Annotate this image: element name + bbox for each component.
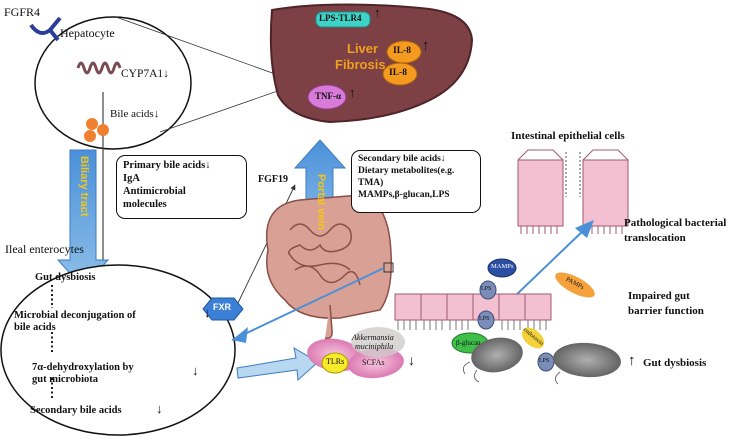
bacterium-1 bbox=[471, 337, 523, 373]
scfas-label: SCFAs bbox=[362, 358, 385, 367]
muciniphila-label: muciniphila bbox=[355, 342, 394, 351]
tnf-label: TNF-α bbox=[315, 91, 342, 101]
pathological-label-1: Pathological bacterial bbox=[624, 217, 727, 229]
primary-bile-box: Primary bile acids↓ IgA Antimicrobial mo… bbox=[116, 155, 247, 219]
gut-dysbiosis-right-label: Gut dysbiosis bbox=[643, 357, 707, 369]
tnf-alpha-badge bbox=[307, 84, 347, 110]
gut-dysbiosis-up-arrow: ↑ bbox=[628, 353, 636, 369]
tlrs-label: TLRs bbox=[326, 357, 345, 366]
akkermansia-label: Akkermansia bbox=[352, 333, 394, 342]
lps-badge-2 bbox=[477, 310, 495, 330]
microbes-down-arrow: ↓ bbox=[408, 354, 415, 369]
il8-label-2: IL-8 bbox=[389, 68, 407, 78]
intestine-illustration bbox=[266, 194, 392, 340]
ileal-enterocytes-label: Ileal enterocytes bbox=[5, 242, 84, 256]
dehydroxylation-down-arrow: ↓ bbox=[192, 363, 199, 378]
bile-acids-label: Bile acids↓ bbox=[110, 108, 160, 120]
epithelial-cells-illustration bbox=[517, 149, 629, 234]
box-left-line-4: molecules bbox=[123, 199, 167, 211]
beta-glucan-label: β-glucan bbox=[456, 339, 481, 347]
dehydroxylation-label-2: gut microbiota bbox=[32, 374, 99, 385]
fgfr4-receptor-icon bbox=[29, 16, 62, 42]
fgfr4-label: FGFR4 bbox=[4, 5, 41, 19]
translocation-arrow-head bbox=[575, 220, 594, 238]
impaired-label-1: Impaired gut bbox=[628, 290, 690, 302]
intestine-zoom-box bbox=[383, 262, 394, 273]
impaired-label-2: barrier function bbox=[628, 305, 704, 317]
pathological-label-2: translocation bbox=[624, 232, 686, 244]
lps-label-3: LPS bbox=[539, 358, 550, 364]
secondary-bile-label: Secondary bile acids bbox=[30, 405, 122, 416]
bacterium-flagella bbox=[462, 361, 561, 385]
box-right-line-3: TMA) bbox=[358, 177, 384, 188]
fgf19-label: FGF19 bbox=[258, 174, 288, 185]
secondary-down-arrow: ↓ bbox=[156, 401, 163, 416]
bacterium-2 bbox=[553, 342, 621, 378]
iec-label: Intestinal epithelial cells bbox=[511, 130, 625, 142]
pamps-badge bbox=[555, 272, 595, 298]
biliary-tract-label: Biliary tract bbox=[78, 156, 90, 217]
microbial-deconj-label-2: bile acids bbox=[14, 322, 56, 333]
box-left-line-2: IgA bbox=[123, 173, 140, 185]
cyp7a1-label: CYP7A1↓ bbox=[121, 68, 169, 80]
hepatocyte-label: Hepatocyte bbox=[60, 26, 115, 40]
microbial-deconj-label: Microbial deconjugation of bbox=[14, 310, 136, 321]
bile-acid-spheres-icon bbox=[84, 118, 109, 142]
secondary-bile-box: Secondary bile acids↓ Dietary metabolite… bbox=[351, 150, 481, 213]
lps-tlr4-badge bbox=[315, 11, 371, 28]
box-right-line-4: MAMPs,β-glucan,LPS bbox=[358, 189, 450, 200]
il8-up-arrow: ↑ bbox=[422, 38, 430, 54]
lps-label-1: LPS bbox=[481, 286, 492, 292]
endotoxin-badge bbox=[521, 327, 545, 349]
liver-title-1: Liver bbox=[347, 41, 379, 56]
tnf-up-arrow: ↑ bbox=[349, 85, 356, 100]
box-right-line-1: Secondary bile acids↓ bbox=[358, 154, 446, 164]
portal-vein-label: Portal vein bbox=[315, 174, 327, 231]
fxr-hexagon bbox=[202, 297, 244, 321]
lps-badge-1 bbox=[479, 280, 497, 300]
lps-tlr4-label: LPS-TLR4 bbox=[319, 13, 362, 23]
mamps-label: MAMPs bbox=[491, 263, 514, 270]
zoom-line-top bbox=[115, 16, 293, 81]
intestine-to-fxr-arrow bbox=[231, 267, 385, 341]
zoom-line-bottom bbox=[159, 85, 293, 133]
fxr-label: FXR bbox=[213, 302, 231, 312]
lps-label-2: LPS bbox=[479, 316, 490, 322]
hepatocyte-circle bbox=[34, 16, 192, 150]
barrier-cells bbox=[394, 293, 552, 330]
microbe-gray-akk bbox=[351, 327, 405, 357]
circle-to-microbes-arrow bbox=[236, 347, 319, 382]
fxr-arrow-head bbox=[232, 327, 248, 343]
lps-up-arrow: ↑ bbox=[374, 5, 381, 20]
microbial-down-arrow: ↓ bbox=[204, 305, 211, 320]
dehydroxylation-label: 7α-dehydroxylation by bbox=[32, 362, 134, 373]
box-right-line-2: Dietary metabolites(e.g. bbox=[358, 165, 455, 176]
box-left-line-1: Primary bile acids↓ bbox=[123, 160, 211, 171]
transmembrane-protein-icon bbox=[76, 61, 122, 75]
mamps-badge bbox=[487, 258, 517, 278]
il8-badge-2 bbox=[382, 62, 418, 86]
gut-dysbiosis-label: Gut dysbiosis bbox=[35, 272, 96, 283]
tlrs-badge bbox=[321, 352, 349, 374]
liver-title-2: Fibrosis bbox=[335, 57, 386, 72]
box-left-line-3: Antimicrobial bbox=[123, 186, 186, 198]
ileal-circle bbox=[0, 264, 236, 436]
il8-label-1: IL-8 bbox=[393, 46, 411, 56]
